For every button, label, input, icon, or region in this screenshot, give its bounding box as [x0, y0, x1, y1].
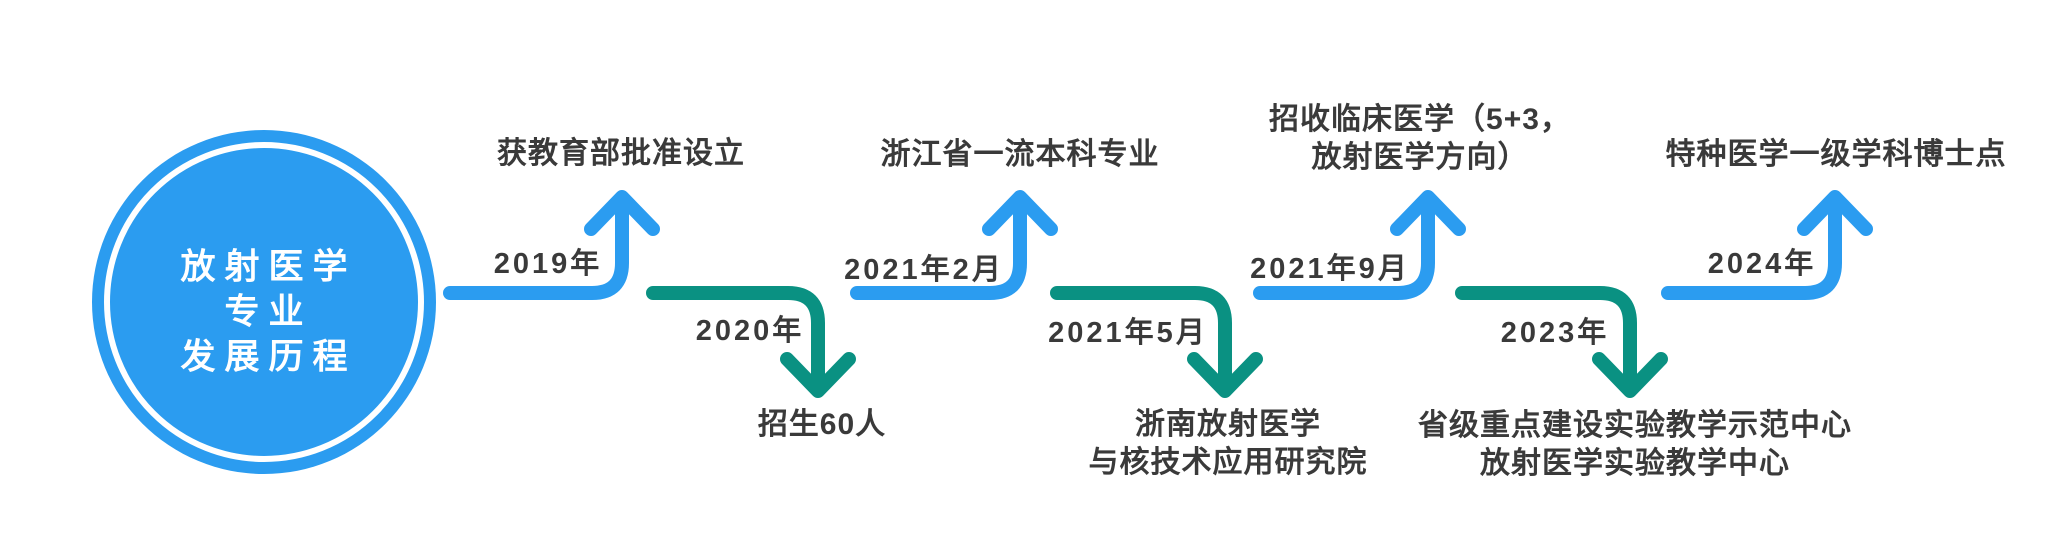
hub-title-line: 放射医学: [180, 247, 357, 287]
event-2021-02: 浙江省一流本科专业: [881, 136, 1160, 174]
event-2024: 特种医学一级学科博士点: [1666, 136, 2007, 174]
arrow-2021-02-up: [850, 190, 1058, 300]
date-2021-02: 2021年2月: [844, 254, 1004, 286]
arrow-2020-down: [646, 286, 856, 398]
event-2019: 获教育部批准设立: [497, 135, 745, 173]
event-label-line: 省级重点建设实验教学示范中心: [1418, 409, 1852, 442]
date-2019: 2019年: [493, 248, 603, 280]
event-2023: 省级重点建设实验教学示范中心 放射医学实验教学中心: [1418, 407, 1852, 483]
date-2023: 2023年: [1500, 317, 1610, 349]
event-label-line: 与核技术应用研究院: [1088, 446, 1368, 479]
arrow-2021-05-down: [1050, 286, 1263, 398]
date-2020: 2020年: [695, 315, 805, 347]
event-label-line: 放射医学方向）: [1311, 141, 1529, 174]
event-label-line: 获教育部批准设立: [497, 137, 745, 170]
event-label-line: 特种医学一级学科博士点: [1665, 138, 2007, 171]
arrow-2019-up: [443, 190, 660, 300]
event-2020: 招生60人: [758, 406, 886, 444]
date-2021-09: 2021年9月: [1250, 253, 1410, 285]
hub-ring: [104, 142, 424, 462]
event-label-line: 招生60人: [757, 408, 887, 441]
arrow-2023-down: [1455, 286, 1668, 398]
date-2024: 2024年: [1707, 248, 1817, 280]
hub-title: 放射医学 专业 发展历程: [171, 245, 356, 380]
event-label-line: 放射医学实验教学中心: [1480, 447, 1790, 480]
event-2021-05: 浙南放射医学 与核技术应用研究院: [1089, 406, 1368, 482]
arrow-2021-09-up: [1253, 190, 1466, 300]
date-2021-05: 2021年5月: [1048, 317, 1208, 349]
event-2021-09: 招收临床医学（5+3， 放射医学方向）: [1269, 101, 1571, 177]
event-label-line: 浙南放射医学: [1135, 408, 1321, 441]
event-label-line: 浙江省一流本科专业: [880, 138, 1160, 171]
hub-title-line: 发展历程: [180, 337, 357, 377]
hub-title-line: 专业: [224, 292, 313, 332]
arrow-2024-up: [1661, 190, 1873, 300]
event-label-line: 招收临床医学（5+3，: [1269, 103, 1571, 136]
hub-circle: [92, 130, 436, 474]
